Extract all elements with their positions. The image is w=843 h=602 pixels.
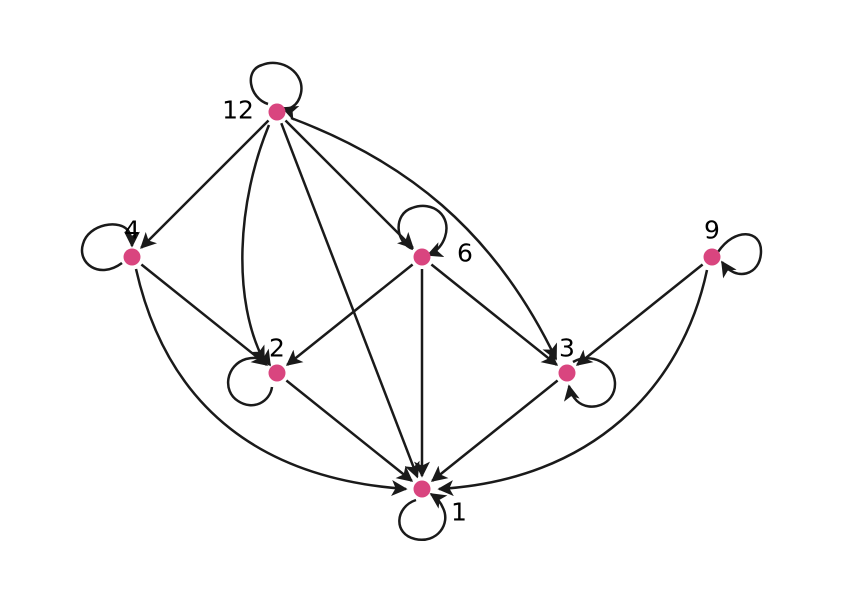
edge-4-to-2 (140, 263, 269, 366)
edge-12-to-4 (140, 119, 270, 249)
edge-4-to-1 (134, 268, 408, 496)
node-12 (268, 103, 286, 121)
node-label-1: 1 (451, 498, 467, 527)
edge-loop-9 (716, 233, 763, 279)
edge-loop-1 (398, 492, 448, 542)
edge-12-to-1 (280, 122, 420, 479)
node-label-4: 4 (124, 216, 140, 245)
node-label-3: 3 (559, 334, 575, 363)
edge-loop-2 (226, 348, 274, 407)
edges-layer (80, 61, 763, 542)
edge-12-to-3 (290, 116, 558, 361)
nodes-layer (123, 103, 721, 498)
edge-loop-12 (249, 61, 303, 121)
node-label-12: 12 (222, 96, 254, 125)
edge-loop-6 (397, 204, 448, 258)
node-6 (413, 248, 431, 266)
edge-loop-3 (563, 357, 617, 408)
node-2 (268, 364, 286, 382)
edge-6-to-3 (430, 263, 559, 366)
edge-2-to-1 (285, 379, 414, 482)
edge-9-to-1 (437, 269, 709, 497)
edge-6-to-2 (285, 263, 414, 366)
node-9 (703, 248, 721, 266)
node-label-2: 2 (269, 334, 285, 363)
edge-loop-4 (80, 223, 140, 272)
edge-3-to-1 (430, 379, 559, 482)
edge-12-to-2 (241, 124, 271, 363)
labels-layer: 12 4 6 9 2 3 1 (124, 96, 720, 527)
node-label-6: 6 (457, 239, 473, 268)
node-4 (123, 248, 141, 266)
node-3 (558, 364, 576, 382)
edge-12-to-6 (284, 119, 414, 249)
node-1 (413, 480, 431, 498)
node-label-9: 9 (704, 216, 720, 245)
edge-9-to-3 (575, 263, 704, 366)
